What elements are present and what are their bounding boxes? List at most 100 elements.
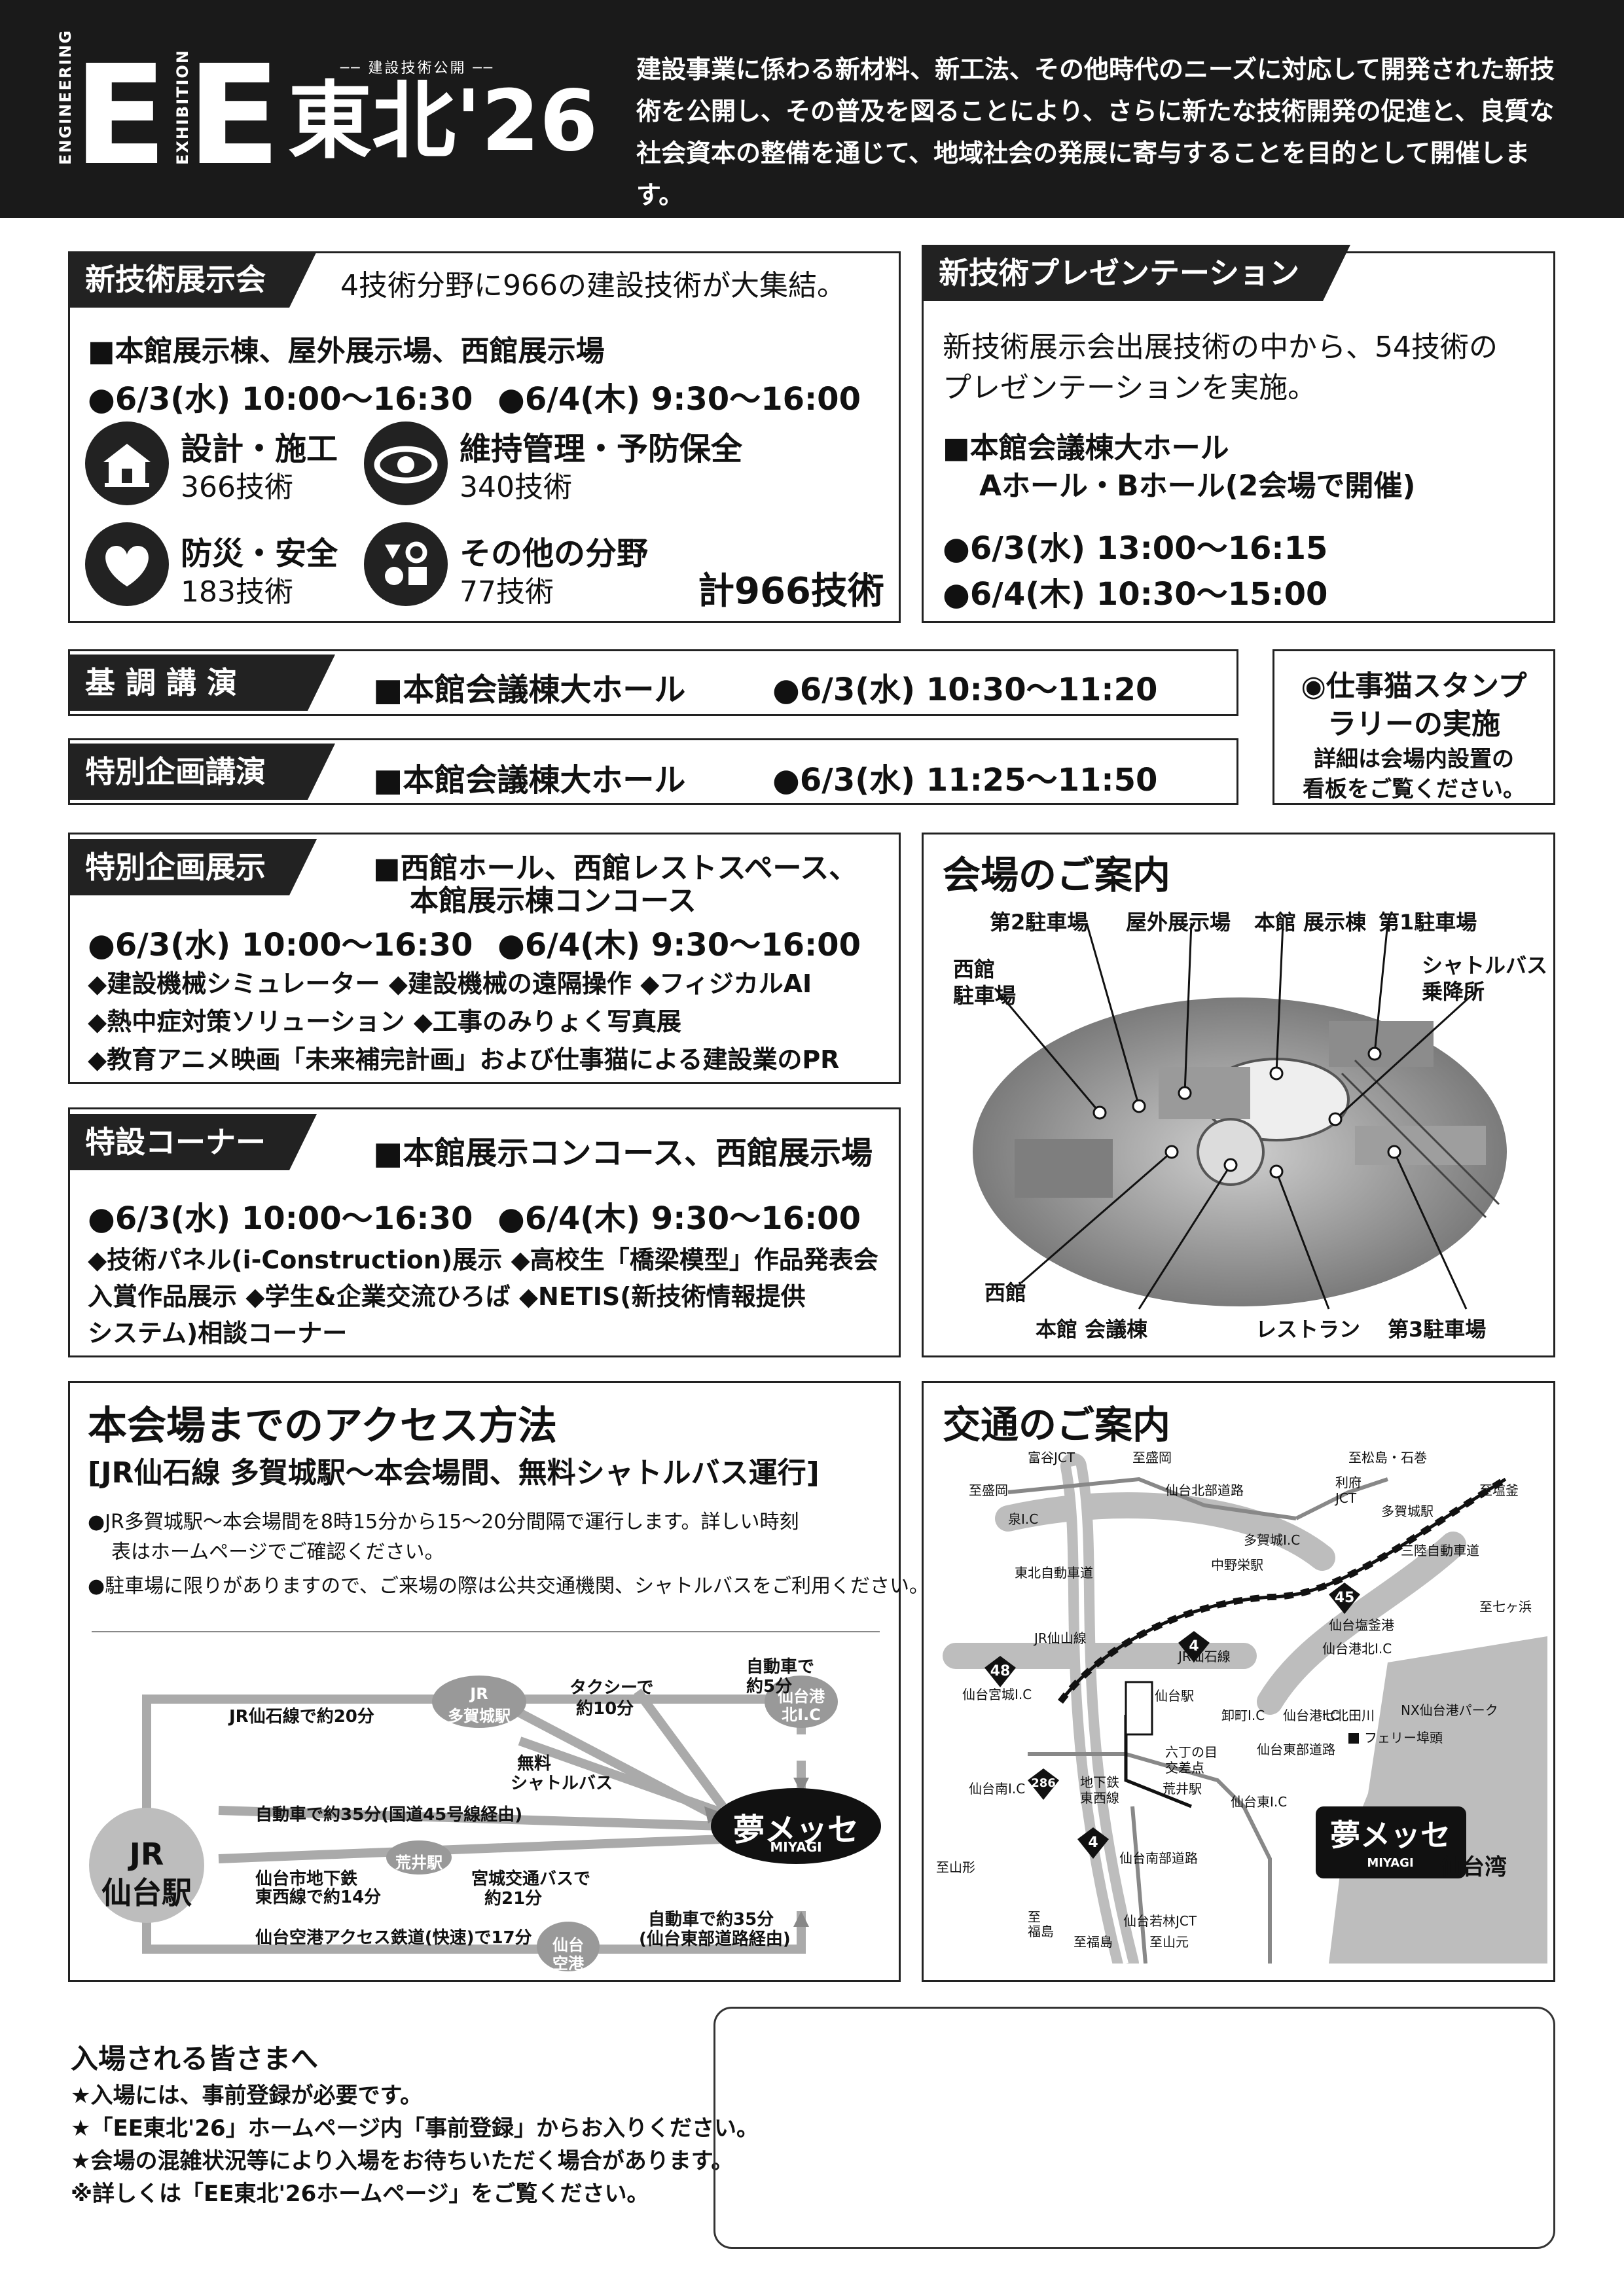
exhibit-panel [68, 251, 901, 623]
blank-stamp-area [713, 2007, 1555, 2249]
map-to-fukushima1: 至 [1028, 1909, 1041, 1925]
special-exhibit-items3: ◆教育アニメ映画「未来補完計画」および仕事猫による建設業のPR [88, 1045, 840, 1074]
route-taxi2: 約10分 [576, 1699, 634, 1719]
presentation-venue1: ■本館会議棟大ホール [943, 431, 1229, 465]
map-to-yamamoto: 至山元 [1149, 1934, 1189, 1950]
notice-line1: ★入場には、事前登録が必要です。 [71, 2083, 423, 2109]
exhibit-tag: 新技術展示会 [68, 251, 317, 308]
presentation-tag: 新技術プレゼンテーション [922, 245, 1351, 301]
map-to-yamagata: 至山形 [936, 1859, 975, 1875]
map-nanbu-road: 仙台南部道路 [1119, 1850, 1198, 1866]
map-arai: 荒井駅 [1163, 1781, 1202, 1797]
field-maintenance-count: 340技術 [460, 471, 572, 504]
logo-ee: EE [73, 35, 300, 196]
special-exhibit-items2: ◆熱中症対策ソリューション ◆工事のみりょく写真展 [88, 1007, 681, 1036]
corner-date1: ●6/3(水) 10:00〜16:30 [88, 1200, 473, 1237]
keynote-tag: 基 調 講 演 [68, 655, 335, 711]
map-oroshimachi: 卸町I.C [1221, 1708, 1265, 1723]
notice-title: 入場される皆さまへ [71, 2043, 319, 2075]
access-note1a: ●JR多賀城駅〜本会場間を8時15分から15〜20分間隔で運行します。詳しい時刻 [88, 1511, 799, 1534]
map-subway1: 地下鉄 [1080, 1774, 1119, 1790]
field-other-count: 77技術 [460, 575, 554, 609]
map-sendai-bay: 仙台湾 [1440, 1854, 1507, 1880]
map-jr-senseki: JR仙石線 [1177, 1649, 1231, 1664]
presentation-panel [922, 251, 1555, 623]
header-intro: 建設事業に係わる新材料、新工法、その他時代のニーズに対応して開発された新技術を公… [636, 55, 1555, 209]
map-to-morioka1: 至盛岡 [1132, 1450, 1172, 1465]
map-rokuchome2: 交差点 [1165, 1760, 1204, 1776]
airport2: 空港 [552, 1954, 584, 1973]
field-maintenance-name: 維持管理・予防保全 [460, 431, 743, 467]
map-port-north-ic: 仙台港北I.C [1322, 1641, 1392, 1657]
map-izumi: 泉I.C [1008, 1511, 1038, 1527]
label-p1: 第1駐車場 [1379, 910, 1477, 935]
route-48-badge: 48 [990, 1663, 1011, 1679]
notice-line4: ※詳しくは「EE東北'26ホームページ」をご覧ください。 [71, 2181, 649, 2207]
presentation-date2: ●6/4(木) 10:30〜15:00 [943, 576, 1328, 613]
presentation-lead2: プレゼンテーションを実施。 [943, 371, 1317, 404]
port-ic2: 北I.C [782, 1706, 821, 1724]
map-nx: NX仙台港パーク [1401, 1702, 1498, 1718]
sendai-station1: JR [129, 1837, 164, 1872]
map-rifu2: JCT [1334, 1490, 1357, 1506]
special-exhibit-tag: 特別企画展示 [68, 839, 317, 895]
route-286-badge: 286 [1031, 1776, 1056, 1790]
label-main-hall: 本館 展示棟 [1254, 910, 1367, 935]
eye-icon [364, 422, 448, 505]
corner-items2: 入賞作品展示 ◆学生&企業交流ひろば ◆NETIS(新技術情報提供 [88, 1282, 806, 1311]
heart-icon [85, 522, 169, 606]
map-north-road: 仙台北部道路 [1165, 1482, 1244, 1498]
special-exhibit-date1: ●6/3(水) 10:00〜16:30 [88, 927, 473, 963]
route-senseki: JR仙石線で約20分 [229, 1707, 374, 1727]
field-disaster-count: 183技術 [181, 575, 293, 609]
route-bus1: 宮城交通バスで [471, 1869, 591, 1889]
route-45-badge: 45 [1335, 1590, 1355, 1606]
messe-logo: 夢メッセ [732, 1812, 859, 1848]
notice-line3: ★会場の混雑状況等により入場をお待ちいただく場合があります。 [71, 2148, 734, 2174]
map-to-shichigahama: 至七ヶ浜 [1479, 1599, 1532, 1615]
route-car45: 自動車で約35分(国道45号線経由) [255, 1805, 523, 1825]
special-lecture-venue: ■本館会議棟大ホール [373, 762, 686, 798]
label-p2: 第2駐車場 [990, 910, 1089, 935]
exhibit-total: 計966技術 [698, 570, 884, 613]
route-car2: 約5分 [746, 1677, 793, 1696]
map-shiogama-port: 仙台塩釜港 [1329, 1617, 1394, 1633]
route-shuttle2: シャトルバス [511, 1774, 613, 1793]
airport1: 仙台 [552, 1936, 584, 1954]
venue-aerial-photo [973, 922, 1507, 1310]
map-ferry: フェリー埠頭 [1364, 1730, 1443, 1746]
notice-line2: ★「EE東北'26」ホームページ内「事前登録」からお入りください。 [71, 2115, 759, 2142]
exhibit-date1: ●6/3(水) 10:00〜16:30 [88, 381, 473, 418]
map-to-matsushima: 至松島・石巻 [1348, 1450, 1427, 1465]
map-tagajo-ic: 多賀城I.C [1244, 1532, 1300, 1548]
stamp-line2: ラリーの実施 [1327, 708, 1500, 741]
route-car1: 自動車で [746, 1657, 815, 1677]
traffic-title: 交通のご案内 [943, 1403, 1171, 1447]
access-route-diagram [89, 1676, 881, 1971]
route-4b-badge: 4 [1088, 1835, 1098, 1851]
route-tobu2: (仙台東部道路経由) [639, 1929, 791, 1949]
map-tagajo-line: 多賀城駅 [1381, 1503, 1434, 1519]
tagajo-station2: 多賀城駅 [448, 1707, 511, 1725]
special-lecture-tag: 特別企画講演 [68, 744, 335, 800]
field-design-count: 366技術 [181, 471, 293, 504]
map-naka-nodo: 中野栄駅 [1211, 1557, 1263, 1573]
special-exhibit-venue1: ■西館ホール、西館レストスペース、 [373, 852, 858, 885]
label-p3: 第3駐車場 [1388, 1317, 1487, 1342]
map-rifu1: 利府 [1335, 1475, 1362, 1490]
special-exhibit-venue2: 本館展示棟コンコース [410, 884, 696, 918]
map-tomiya: 富谷JCT [1028, 1450, 1075, 1465]
route-subway2: 東西線で約14分 [255, 1888, 382, 1907]
route-airport: 仙台空港アクセス鉄道(快速)で17分 [255, 1928, 532, 1948]
corner-venue: ■本館展示コンコース、西館展示場 [373, 1135, 873, 1172]
presentation-lead1: 新技術展示会出展技術の中から、54技術の [943, 331, 1498, 364]
map-messe-logo: 夢メッセ [1330, 1818, 1451, 1853]
map-to-morioka2: 至盛岡 [969, 1482, 1008, 1498]
route-bus2: 約21分 [484, 1889, 543, 1909]
route-shuttle1: 無料 [517, 1754, 552, 1774]
corner-items3: システム)相談コーナー [88, 1319, 348, 1348]
venue-guide-title: 会場のご案内 [943, 853, 1171, 897]
corner-date2: ●6/4(木) 9:30〜16:00 [497, 1200, 861, 1237]
map-sendai-station: 仙台駅 [1155, 1688, 1194, 1704]
stamp-line3: 詳細は会場内設置の [1314, 746, 1514, 772]
